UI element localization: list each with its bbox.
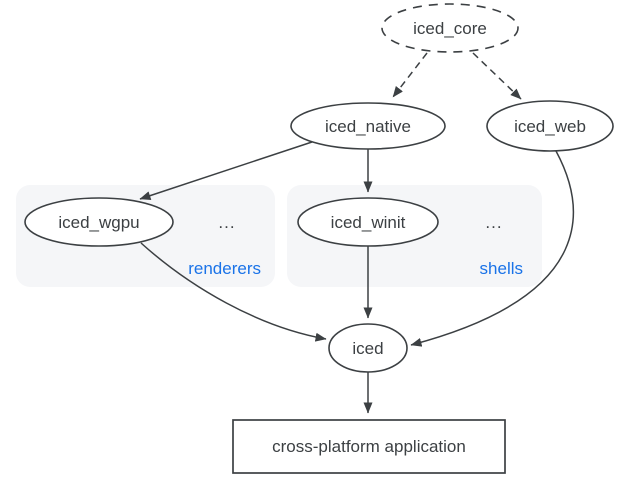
node-application-label: cross-platform application: [272, 437, 466, 456]
node-iced-winit: [297, 197, 439, 247]
node-iced-web-label: iced_web: [514, 117, 586, 136]
node-iced-web: [486, 100, 614, 152]
renderers-ellipsis: ...: [218, 213, 235, 232]
shells-ellipsis: ...: [485, 213, 502, 232]
node-iced-label: iced: [352, 339, 383, 358]
node-iced: [328, 323, 408, 373]
node-iced-native-label: iced_native: [325, 117, 411, 136]
node-iced-core: [381, 3, 519, 53]
shells-group-label: shells: [480, 259, 523, 278]
edge-iced-wgpu-to-iced: [140, 242, 327, 342]
node-iced-wgpu-label: iced_wgpu: [58, 213, 139, 232]
edge-iced-native-to-iced-wgpu: [139, 141, 313, 200]
edge-iced-web-to-iced: [410, 150, 575, 347]
node-iced-winit-label: iced_winit: [331, 213, 406, 232]
renderers-group-label: renderers: [188, 259, 261, 278]
node-iced-wgpu: [24, 197, 174, 247]
edge-iced-core-to-iced-native: [392, 52, 428, 98]
node-iced-core-label: iced_core: [413, 19, 487, 38]
node-iced-native: [290, 102, 446, 150]
edge-iced-core-to-iced-web: [472, 52, 522, 100]
node-application: [232, 419, 506, 474]
